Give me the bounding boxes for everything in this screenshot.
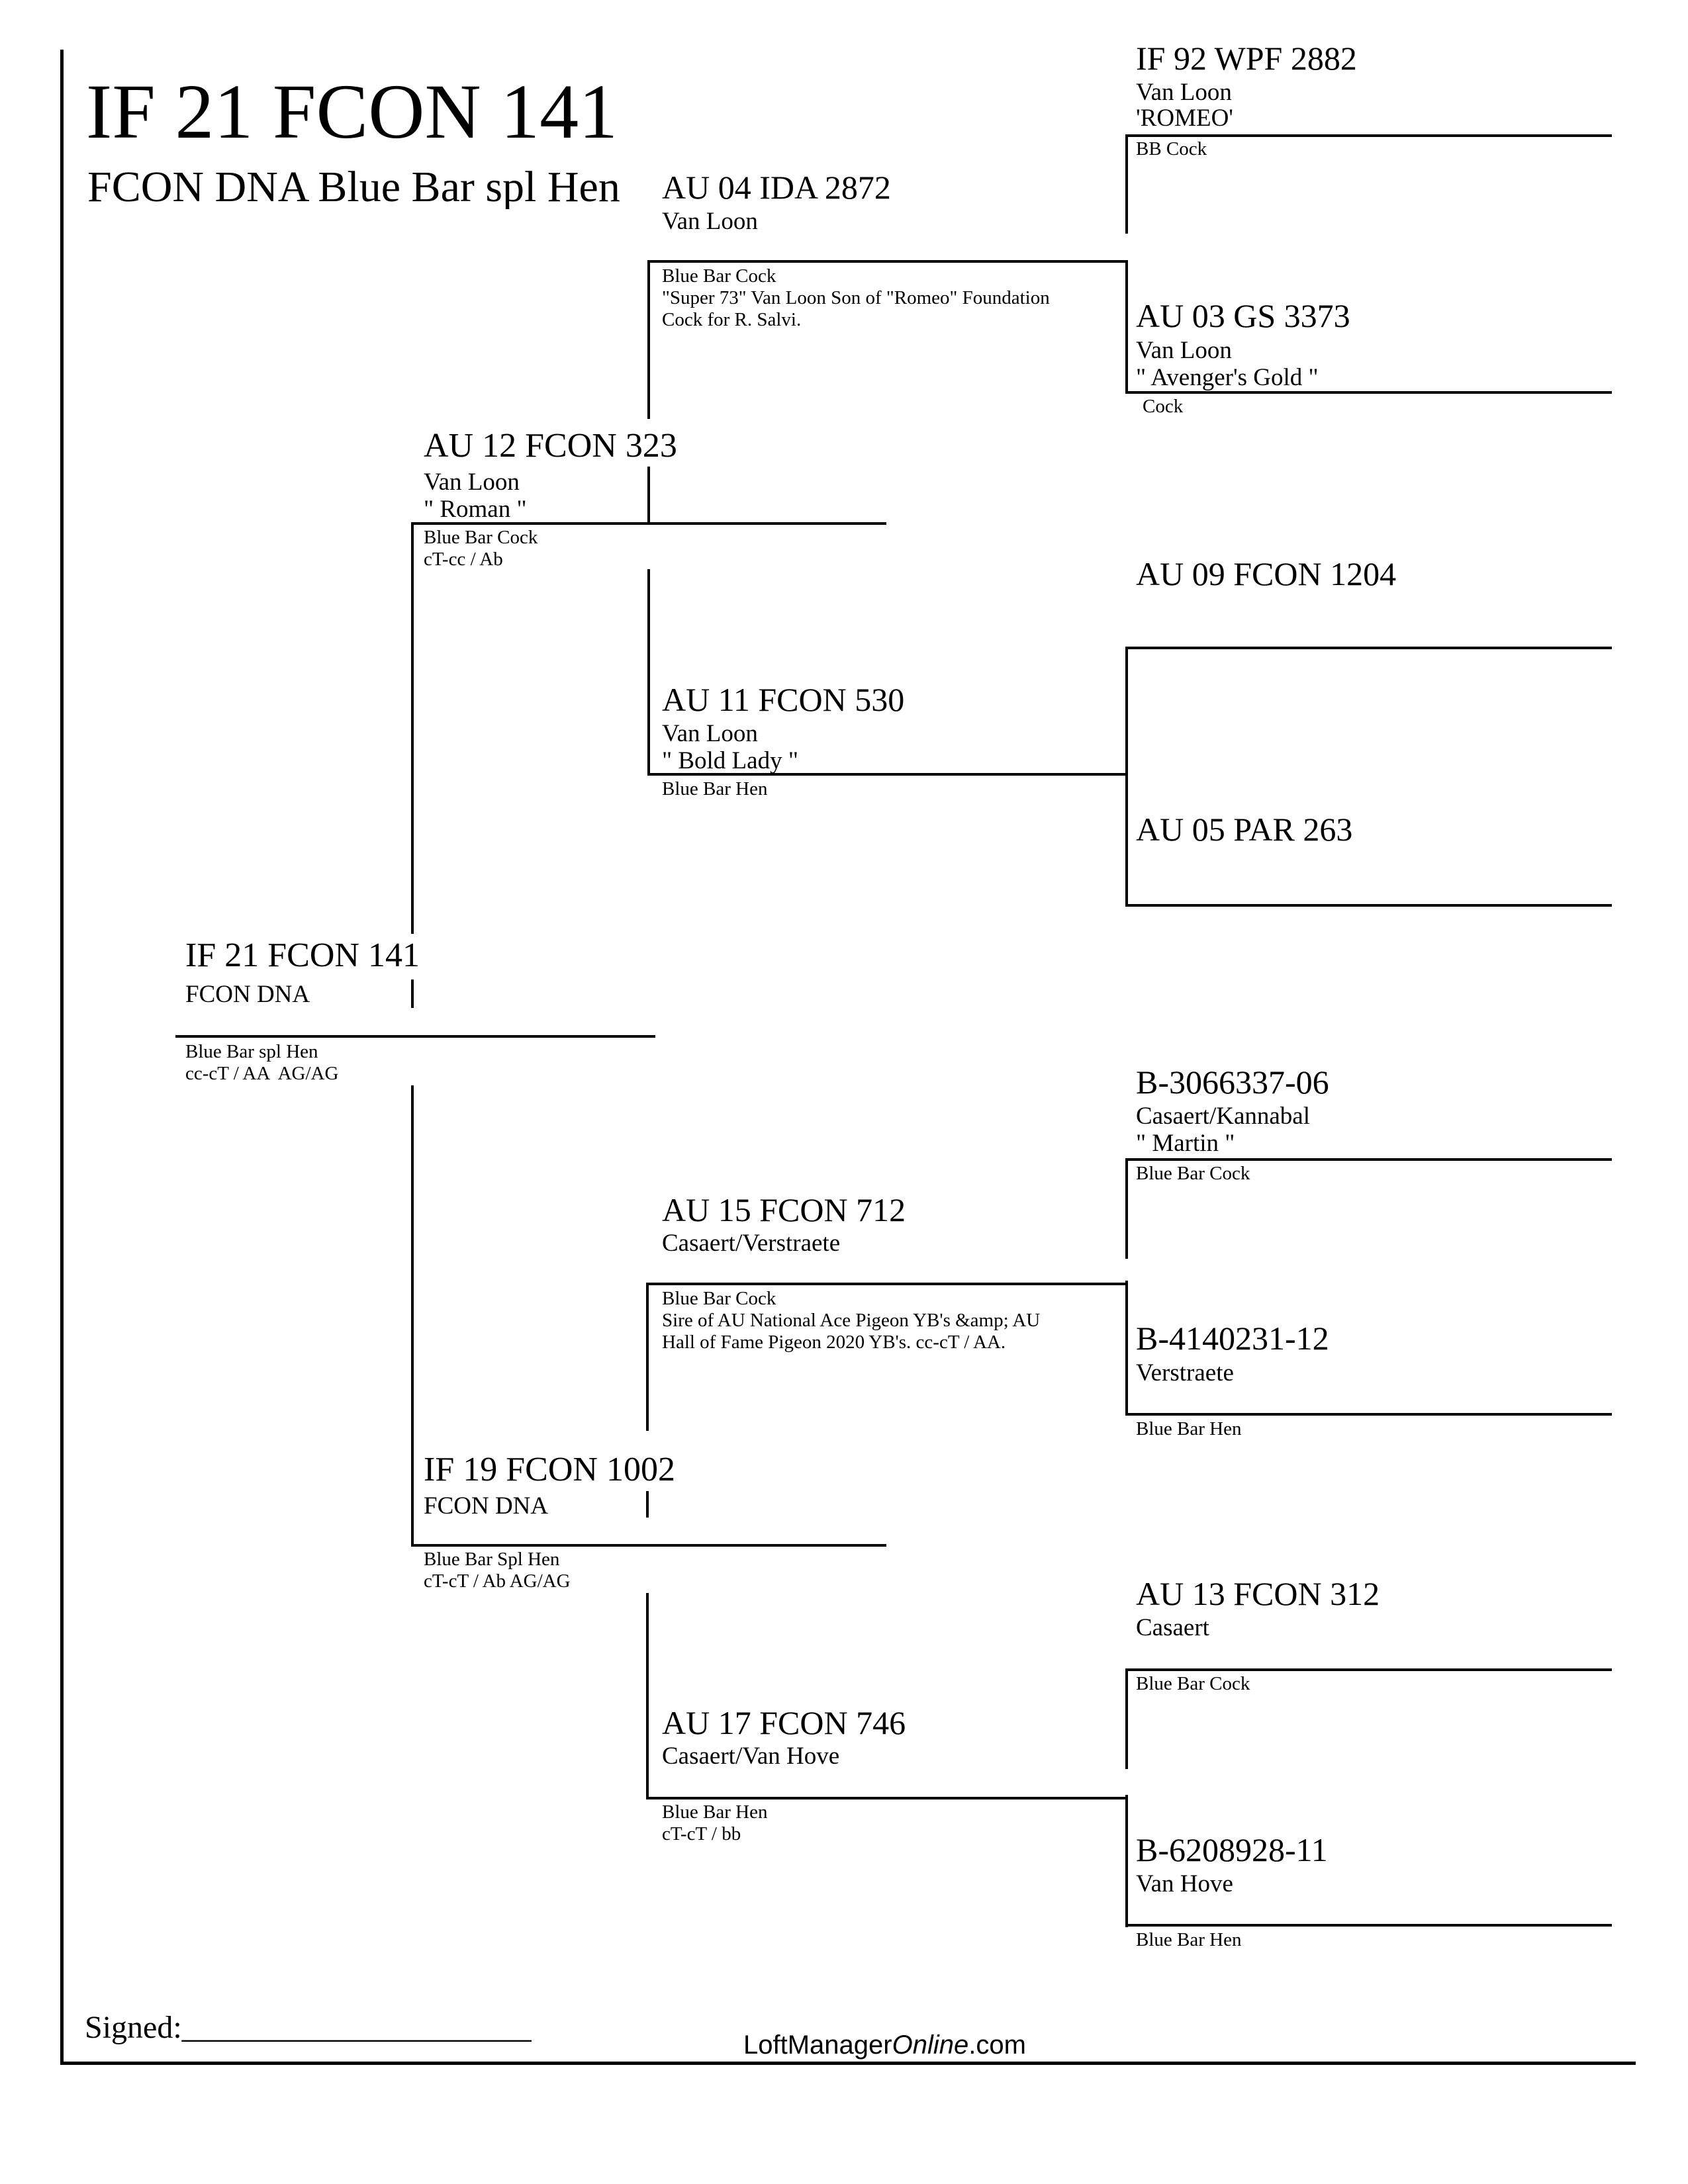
dam-dam-ring-number: AU 17 FCON 746 — [662, 1704, 906, 1741]
dam-sire-ring-number: AU 15 FCON 712 — [662, 1191, 906, 1228]
gen3-ring-number: IF 92 WPF 2882 — [1136, 40, 1357, 77]
gen3-breeder: Van Loon — [1136, 79, 1232, 106]
sire-sire-note: "Super 73" Van Loon Son of "Romeo" Found… — [662, 287, 1050, 308]
sire-note: Blue Bar Cock — [424, 527, 538, 548]
subject-note: cc-cT / AA AG/AG — [185, 1063, 339, 1084]
sire-dam-ring-number: AU 11 FCON 530 — [662, 681, 905, 718]
brand-prefix: LoftManager — [743, 2030, 892, 2060]
signature-line: ______________________ — [181, 2010, 532, 2045]
gen3-note: Blue Bar Hen — [1136, 1418, 1242, 1439]
gen3-breeder: Verstraete — [1136, 1359, 1234, 1387]
signed-text: Signed: — [85, 2010, 182, 2045]
gen2-connector-top — [647, 260, 650, 419]
gen1-connector — [411, 979, 414, 1008]
sire-sire-note: Cock for R. Salvi. — [662, 309, 802, 330]
brand-footer: LoftManagerOnline.com — [743, 2032, 1026, 2058]
gen3-line — [1125, 647, 1612, 649]
gen2-connector-bottom — [646, 1593, 649, 1798]
gen1-connector — [411, 1085, 414, 1547]
subject-note: Blue Bar spl Hen — [185, 1041, 318, 1062]
gen3-line — [1125, 904, 1612, 907]
sire-dam-name: " Bold Lady " — [662, 747, 798, 774]
sire-sire-note: Blue Bar Cock — [662, 265, 776, 287]
gen3-connector — [1125, 134, 1128, 234]
dam-sire-note: Sire of AU National Ace Pigeon YB's &amp… — [662, 1310, 1041, 1331]
gen3-line — [1125, 1668, 1612, 1671]
gen3-note: Blue Bar Hen — [1136, 1929, 1242, 1950]
dam-breeder: FCON DNA — [424, 1492, 549, 1520]
gen3-note: BB Cock — [1136, 138, 1207, 159]
left-border-line — [60, 50, 64, 2065]
dam-sire-breeder: Casaert/Verstraete — [662, 1230, 841, 1257]
gen3-ring-number: B-3066337-06 — [1136, 1064, 1329, 1101]
gen3-ring-number: AU 13 FCON 312 — [1136, 1575, 1380, 1612]
gen2-connector-top — [647, 467, 650, 523]
gen2-connector-bottom — [646, 1491, 649, 1518]
dam-dam-note: cT-cT / bb — [662, 1823, 741, 1844]
gen3-line — [1125, 1924, 1612, 1927]
gen3-name: 'ROMEO' — [1136, 105, 1233, 132]
bottom-border-line — [60, 2062, 1636, 2065]
sire-dam-line — [647, 773, 1127, 776]
gen3-note: Blue Bar Cock — [1136, 1163, 1250, 1184]
gen2-connector-top — [647, 569, 650, 776]
gen3-line — [1125, 391, 1612, 394]
dam-dam-breeder: Casaert/Van Hove — [662, 1743, 840, 1770]
sire-line — [411, 522, 886, 525]
subject-ring-number: IF 21 FCON 141 — [185, 936, 420, 974]
gen3-connector — [1125, 1795, 1128, 1927]
page-subtitle: FCON DNA Blue Bar spl Hen — [87, 165, 620, 209]
gen3-ring-number: B-6208928-11 — [1136, 1831, 1328, 1868]
subject-line — [175, 1035, 655, 1038]
sire-dam-breeder: Van Loon — [662, 720, 758, 747]
sire-dam-note: Blue Bar Hen — [662, 778, 768, 799]
gen3-breeder: Van Hove — [1136, 1870, 1233, 1897]
gen3-connector — [1125, 1670, 1128, 1769]
gen2-connector-bottom — [646, 1284, 649, 1431]
dam-line — [411, 1544, 886, 1547]
gen3-connector — [1125, 1281, 1128, 1415]
brand-italic: Online — [892, 2030, 969, 2060]
gen3-breeder: Casaert/Kannabal — [1136, 1103, 1310, 1130]
dam-note: cT-cT / Ab AG/AG — [424, 1570, 571, 1592]
gen3-breeder: Casaert — [1136, 1614, 1209, 1641]
sire-sire-breeder: Van Loon — [662, 208, 758, 235]
gen3-line — [1125, 134, 1612, 137]
subject-breeder: FCON DNA — [185, 981, 310, 1008]
gen3-connector — [1125, 260, 1128, 392]
page-title: IF 21 FCON 141 — [86, 68, 618, 155]
gen3-connector — [1125, 647, 1128, 907]
sire-name: " Roman " — [424, 496, 527, 523]
brand-suffix: .com — [968, 2030, 1026, 2060]
dam-sire-line — [646, 1283, 1127, 1285]
signed-label: Signed:______________________ — [85, 2012, 532, 2044]
dam-ring-number: IF 19 FCON 1002 — [424, 1451, 675, 1488]
sire-breeder: Van Loon — [424, 469, 520, 496]
dam-dam-note: Blue Bar Hen — [662, 1801, 768, 1823]
dam-sire-note: Hall of Fame Pigeon 2020 YB's. cc-cT / A… — [662, 1332, 1006, 1353]
gen3-note: Cock — [1143, 396, 1184, 417]
gen3-ring-number: B-4140231-12 — [1136, 1320, 1329, 1357]
dam-note: Blue Bar Spl Hen — [424, 1549, 560, 1570]
sire-sire-ring-number: AU 04 IDA 2872 — [662, 169, 891, 206]
gen3-ring-number: AU 05 PAR 263 — [1136, 811, 1353, 848]
gen3-note: Blue Bar Cock — [1136, 1673, 1250, 1694]
gen1-connector — [411, 523, 414, 934]
gen3-name: " Avenger's Gold " — [1136, 364, 1319, 391]
dam-sire-note: Blue Bar Cock — [662, 1288, 776, 1309]
gen3-ring-number: AU 03 GS 3373 — [1136, 297, 1350, 334]
gen3-line — [1125, 1413, 1612, 1416]
gen3-connector — [1125, 1158, 1128, 1259]
sire-sire-line — [647, 260, 1127, 263]
sire-ring-number: AU 12 FCON 323 — [424, 427, 677, 465]
gen3-ring-number: AU 09 FCON 1204 — [1136, 555, 1397, 592]
gen3-breeder: Van Loon — [1136, 337, 1232, 364]
dam-dam-line — [646, 1797, 1127, 1799]
sire-note: cT-cc / Ab — [424, 549, 503, 570]
gen3-name: " Martin " — [1136, 1130, 1235, 1157]
gen3-line — [1125, 1158, 1612, 1161]
